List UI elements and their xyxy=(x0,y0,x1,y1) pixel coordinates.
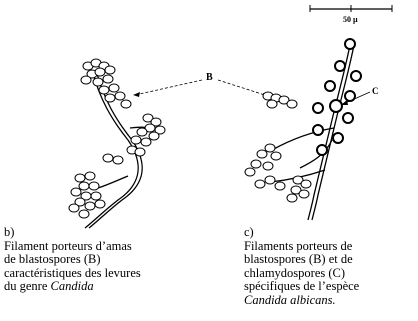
caption-c-line-2: blastospores (B) et de xyxy=(244,253,359,267)
label-c: C xyxy=(372,86,379,96)
scale-bar-label: 50 µ xyxy=(343,15,358,24)
caption-b-line-2: de blastospores (B) xyxy=(4,253,141,267)
pointer-b xyxy=(135,80,268,96)
caption-b-genus: Candida xyxy=(51,279,94,293)
scale-bar: 50 µ xyxy=(310,5,392,24)
caption-b-line-3: caractéristiques des levures xyxy=(4,267,141,281)
blastospore-cluster-left xyxy=(81,59,131,108)
caption-c-line-1: Filaments porteurs de xyxy=(244,240,359,254)
caption-b-letter: b) xyxy=(4,226,141,240)
caption-b-line-4-prefix: du genre xyxy=(4,279,51,293)
caption-c-species: Candida albicans. xyxy=(244,294,359,308)
caption-c-letter: c) xyxy=(244,226,359,240)
caption-b-line-4: du genre Candida xyxy=(4,280,141,294)
blastospore-cluster-bottom-left xyxy=(69,172,105,218)
chlamydospores xyxy=(313,39,361,155)
label-b: B xyxy=(206,72,213,83)
caption-c-line-3: chlamydospores (C) xyxy=(244,267,359,281)
caption-c-line-4: spécifiques de l’espèce xyxy=(244,280,359,294)
blastospore-cluster-mid xyxy=(103,114,165,164)
caption-b: b) Filament porteurs d’amas de blastospo… xyxy=(4,226,141,294)
caption-c: c) Filaments porteurs de blastospores (B… xyxy=(244,226,359,307)
caption-b-line-1: Filament porteurs d’amas xyxy=(4,240,141,254)
